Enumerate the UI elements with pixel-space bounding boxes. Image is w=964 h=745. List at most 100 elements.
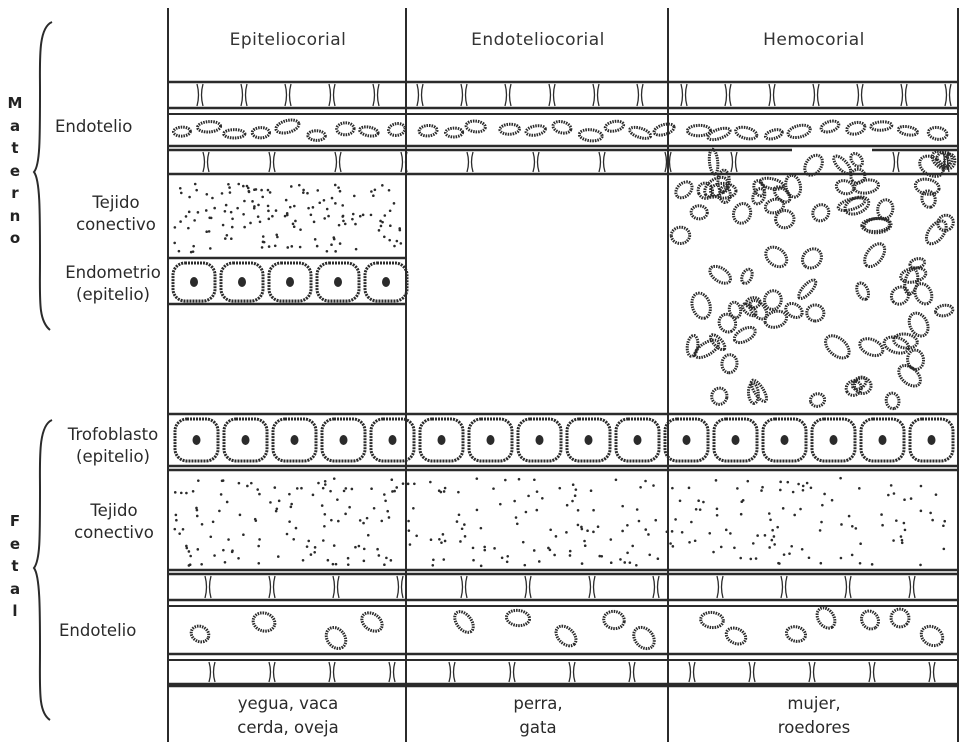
connective-dot bbox=[352, 213, 355, 216]
maternal-blood-cell bbox=[716, 311, 739, 335]
connective-dot bbox=[385, 557, 388, 560]
layer-label-maternal-endothelium: Endotelio bbox=[55, 116, 167, 138]
connective-dot bbox=[179, 220, 182, 223]
connective-dot bbox=[506, 560, 509, 563]
cell-wall bbox=[781, 576, 783, 598]
connective-dot bbox=[391, 490, 394, 493]
cell-nucleus bbox=[879, 435, 887, 445]
blood-cell bbox=[173, 127, 190, 137]
label-line: (epitelio) bbox=[57, 284, 169, 306]
connective-dot bbox=[808, 556, 811, 559]
connective-dot bbox=[442, 558, 445, 561]
connective-dot bbox=[222, 224, 225, 227]
blood-cell bbox=[579, 129, 603, 142]
connective-dot bbox=[669, 542, 672, 545]
connective-dot bbox=[274, 244, 277, 247]
fetal-blood-cell bbox=[813, 605, 838, 632]
connective-dot bbox=[296, 487, 299, 490]
connective-dot bbox=[771, 529, 774, 532]
connective-dot bbox=[251, 200, 254, 203]
column-header-endoteliocorial: Endoteliocorial bbox=[420, 30, 656, 50]
connective-dot bbox=[182, 528, 185, 531]
connective-dot bbox=[480, 565, 483, 568]
cell-nucleus bbox=[238, 277, 246, 287]
connective-dot bbox=[196, 548, 199, 551]
connective-dot bbox=[592, 509, 595, 512]
connective-dot bbox=[555, 535, 558, 538]
connective-dot bbox=[935, 493, 938, 496]
connective-dot bbox=[366, 517, 369, 520]
connective-dot bbox=[248, 190, 251, 193]
connective-dot bbox=[293, 205, 296, 208]
connective-dot bbox=[903, 498, 906, 501]
connective-dot bbox=[855, 527, 858, 530]
connective-dot bbox=[267, 189, 270, 192]
connective-dot bbox=[440, 541, 443, 544]
connective-dot bbox=[227, 538, 230, 541]
cell-nucleus bbox=[536, 435, 544, 445]
group-letter: n bbox=[5, 205, 25, 228]
connective-dot bbox=[725, 529, 728, 532]
blood-cell bbox=[787, 123, 812, 140]
connective-dot bbox=[402, 482, 405, 485]
group-label-fetal: Fetal bbox=[5, 510, 25, 623]
connective-dot bbox=[407, 483, 410, 486]
cell-nucleus bbox=[286, 277, 294, 287]
maternal-blood-cell bbox=[844, 378, 864, 398]
cell-wall bbox=[241, 84, 243, 106]
connective-dot bbox=[480, 527, 483, 530]
cell-wall bbox=[208, 152, 210, 172]
connective-dot bbox=[513, 500, 516, 503]
connective-dot bbox=[483, 549, 486, 552]
group-label-materno: Materno bbox=[5, 92, 25, 250]
maternal-blood-cell bbox=[837, 195, 866, 213]
maternal-blood-cell bbox=[854, 281, 870, 301]
connective-dot bbox=[307, 207, 310, 210]
connective-dot bbox=[257, 562, 260, 565]
connective-dot bbox=[306, 192, 309, 195]
connective-dot bbox=[493, 547, 496, 550]
connective-dot bbox=[408, 529, 411, 532]
connective-dot bbox=[516, 523, 519, 526]
connective-dot bbox=[278, 500, 281, 503]
connective-dot bbox=[432, 558, 435, 561]
cell-wall bbox=[629, 662, 631, 682]
maternal-blood-cell bbox=[673, 179, 695, 201]
cell-wall bbox=[874, 662, 876, 682]
cell-wall bbox=[722, 576, 724, 598]
species-line: cerda, oveja bbox=[170, 716, 406, 740]
connective-dot bbox=[330, 243, 333, 246]
cell-wall bbox=[422, 84, 424, 106]
connective-dot bbox=[310, 553, 313, 556]
connective-dot bbox=[213, 207, 216, 210]
connective-dot bbox=[499, 503, 502, 506]
cell-wall bbox=[505, 84, 507, 106]
connective-dot bbox=[572, 483, 575, 486]
connective-dot bbox=[338, 224, 341, 227]
group-letter: e bbox=[5, 533, 25, 556]
connective-dot bbox=[227, 183, 230, 186]
connective-dot bbox=[639, 486, 642, 489]
maternal-blood-cell bbox=[710, 387, 728, 406]
connective-dot bbox=[859, 562, 862, 565]
blood-cell bbox=[898, 125, 918, 136]
connective-dot bbox=[871, 563, 874, 566]
connective-dot bbox=[197, 211, 200, 214]
maternal-blood-cell bbox=[762, 243, 791, 271]
cell-wall bbox=[329, 662, 331, 682]
connective-dot bbox=[174, 491, 177, 494]
connective-dot bbox=[851, 525, 854, 528]
layer-label-maternal-connective: Tejido conectivo bbox=[64, 192, 168, 236]
fetal-blood-cell bbox=[451, 608, 477, 636]
connective-dot bbox=[566, 504, 569, 507]
connective-dot bbox=[259, 220, 262, 223]
connective-dot bbox=[268, 245, 271, 248]
connective-dot bbox=[518, 478, 521, 481]
connective-dot bbox=[783, 553, 786, 556]
connective-dot bbox=[178, 250, 181, 253]
connective-dot bbox=[174, 226, 177, 229]
connective-dot bbox=[802, 485, 805, 488]
maternal-blood-cell bbox=[691, 206, 708, 220]
connective-dot bbox=[457, 491, 460, 494]
connective-dot bbox=[286, 246, 289, 249]
